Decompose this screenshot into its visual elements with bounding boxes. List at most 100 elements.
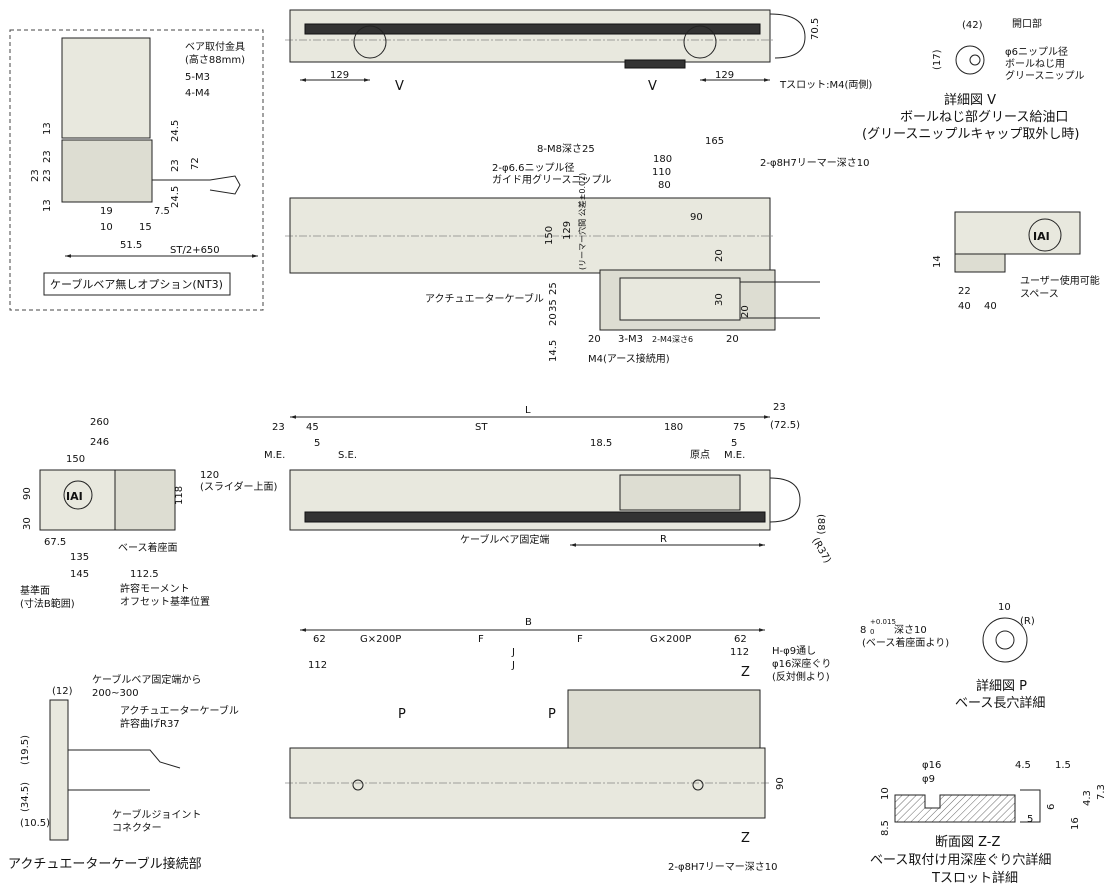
nt3-d72: 72 [190, 157, 201, 170]
sv2-dr: R [660, 534, 667, 545]
sv-nipple-2: ガイド用グリースニップル [492, 173, 612, 186]
us-logo-ring [1028, 218, 1062, 252]
nt3-base [61, 139, 153, 203]
nt3-d23b: 23 [42, 169, 53, 182]
bv-d112b: 112 [730, 647, 749, 658]
us-space [954, 253, 1006, 273]
nt3-m4: 4-M4 [185, 88, 210, 99]
sv2-d23a: 23 [272, 422, 285, 433]
bv-d62b: 62 [734, 634, 747, 645]
ev-d120: 120 [200, 470, 219, 481]
sv2-d5a: 5 [314, 438, 320, 449]
nt3-frame [9, 29, 264, 311]
sz-d4-3: 4.3 [1082, 790, 1093, 806]
nt3-d23a: 23 [42, 150, 53, 163]
detail-v-dim-42: (42) [962, 20, 983, 31]
us-d14: 14 [932, 255, 943, 268]
actuator-top-body [289, 9, 771, 63]
cd-bend-2: 許容曲げR37 [120, 717, 180, 730]
sv-d35: 35 [548, 299, 559, 312]
dim-70-5: 70.5 [810, 18, 821, 40]
sz-d4-5: 4.5 [1015, 760, 1031, 771]
sv-d20c: 20 [548, 313, 559, 326]
bv-holes-1: H-φ9通し [772, 645, 816, 657]
nt3-d19: 19 [100, 206, 113, 217]
ev-logo-ring [63, 480, 93, 510]
nt3-d24-5b: 24.5 [170, 186, 181, 208]
cd-connector [49, 699, 69, 841]
nt3-d10: 10 [100, 222, 113, 233]
sv-nipple-1: 2-φ6.6ニップル径 [492, 161, 574, 174]
base-view: B 62 G×200P F F G×200P 62 J 112 112 J Z … [285, 617, 831, 873]
sv2-d23b: 23 [773, 402, 786, 413]
sz-d5: 5 [1027, 814, 1033, 825]
slider-body [289, 197, 771, 274]
sv-d129: 129 [562, 221, 573, 240]
sv2-dl: L [525, 405, 531, 416]
cd-joint-2: コネクター [112, 822, 162, 834]
sv2-d75: 75 [733, 422, 746, 433]
nt3-d7-5: 7.5 [154, 206, 170, 217]
sz-d9: φ9 [922, 774, 935, 785]
sv-d25: 25 [548, 282, 559, 295]
sv2-se: S.E. [338, 450, 357, 461]
bv-holes-2: φ16深座ぐり [772, 657, 831, 670]
cd-d10-5: (10.5) [20, 818, 50, 829]
cable-bear-strip [304, 23, 761, 35]
us-space-1: ユーザー使用可能 [1020, 274, 1100, 287]
ev-d135: 135 [70, 552, 89, 563]
nt3-d23d: 23 [170, 159, 181, 172]
bv-z-top: Z [741, 665, 750, 680]
sv-m3: 3-M3 [618, 334, 643, 345]
nt3-d13a: 13 [42, 122, 53, 135]
nt3-cable [152, 175, 241, 195]
cd-d34-5: (34.5) [20, 782, 31, 812]
nt3-d15: 15 [139, 222, 152, 233]
nt3-d24-5a: 24.5 [170, 120, 181, 142]
nt3-caption-box [43, 272, 231, 296]
grease-port-left [353, 25, 387, 59]
sv-m4-6: 2-M4深さ6 [652, 335, 693, 344]
user-space-view: IAI 14 22 40 40 ユーザー使用可能 スペース [932, 211, 1100, 312]
ev-d246: 246 [90, 437, 109, 448]
bv-hole-right [692, 779, 704, 791]
side-view: L 23 45 ST 180 75 23 (72.5) 5 M.E. S.E. … [264, 402, 833, 565]
bv-djb: J [511, 660, 515, 671]
ev-motor-face [39, 469, 116, 531]
nt3-bracket [61, 37, 151, 139]
cd-joint-1: ケーブルジョイント [112, 808, 201, 821]
us-logo: IAI [1033, 230, 1050, 243]
detail-v-title-3: (グリースニップルキャップ取外し時) [862, 127, 1080, 142]
sv2-d45: 45 [306, 422, 319, 433]
view-v-left: V [395, 79, 404, 94]
sz-d1-5: 1.5 [1055, 760, 1071, 771]
bv-hole-left [352, 779, 364, 791]
dp-d8: 8 [860, 625, 866, 636]
bv-p-right: P [548, 707, 556, 722]
cd-caption: アクチュエーターケーブル接続部 [8, 856, 202, 872]
cd-cable [68, 749, 181, 791]
sv-d180: 180 [653, 154, 672, 165]
bv-f1: F [478, 634, 484, 645]
slider-view: 165 8-M8深さ25 180 2-φ6.6ニップル径 ガイド用グリースニップ… [285, 136, 870, 365]
detail-v-nipple [969, 54, 981, 66]
sv-d20d: 20 [588, 334, 601, 345]
ev-d150: 150 [66, 454, 85, 465]
dp-tol0: 0 [870, 628, 874, 636]
us-d40b: 40 [984, 301, 997, 312]
sv-d110: 110 [652, 167, 671, 178]
ev-datum-2: (寸法B範囲) [20, 597, 75, 610]
detail-p: 10 (R) 8 +0.015 0 深さ10 (ベース着座面より) 詳細図 P … [860, 602, 1045, 711]
detail-v-port [955, 45, 985, 75]
sz-d16: φ16 [922, 760, 941, 771]
us-space-2: スペース [1020, 289, 1059, 300]
ev-d30: 30 [22, 517, 33, 530]
sz-d8-5: 8.5 [880, 820, 891, 836]
ev-d67-5: 67.5 [44, 537, 66, 548]
sz-d6: 6 [1046, 804, 1057, 810]
us-d40a: 40 [958, 301, 971, 312]
dp-tol: +0.015 [870, 618, 896, 626]
detail-v-title-1: 詳細図 V [944, 92, 996, 108]
dim-129-left: 129 [330, 70, 349, 81]
sv-d80: 80 [658, 180, 671, 191]
